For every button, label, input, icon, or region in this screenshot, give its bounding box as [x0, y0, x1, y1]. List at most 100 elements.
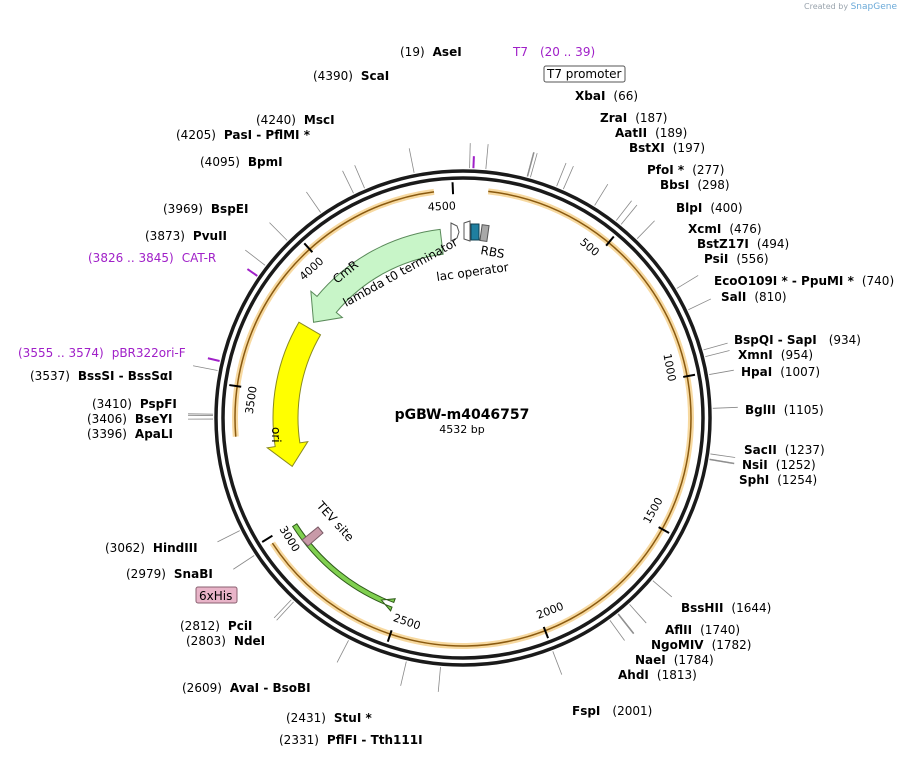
site-bspEI[interactable]: (3969)BspEI — [163, 202, 248, 216]
site-ecoO109I[interactable]: EcoO109I * - PpuMI *(740) — [714, 274, 894, 288]
ori-feature-arrow[interactable] — [265, 321, 322, 468]
primer-marker — [207, 357, 220, 362]
backbone-inner-ring — [221, 176, 705, 660]
site-connector — [618, 613, 635, 634]
site-connector — [342, 170, 354, 194]
plasmid-size: 4532 bp — [439, 423, 484, 436]
t7-promoter-label: T7 promoter — [546, 67, 622, 81]
site-bstXI[interactable]: BstXI(197) — [629, 141, 705, 155]
site-connector — [620, 204, 638, 225]
site-bseYI[interactable]: (3406)BseYI — [87, 412, 173, 426]
tick-label: 3500 — [243, 385, 260, 415]
site-ndeI[interactable]: (2803)NdeI — [186, 634, 265, 648]
cmr-feature-arrow[interactable] — [310, 228, 444, 323]
site-apaLI[interactable]: (3396)ApaLI — [87, 427, 173, 441]
tick-label: 2000 — [535, 600, 566, 622]
site-naeI[interactable]: NaeI(1784) — [635, 653, 714, 667]
site-salI[interactable]: SalI(810) — [721, 290, 787, 304]
site-connector — [400, 661, 407, 686]
site-zraI[interactable]: ZraI(187) — [600, 111, 667, 125]
backbone-outer-ring — [214, 169, 712, 667]
site-hindIII[interactable]: (3062)HindIII — [105, 541, 198, 555]
site-connector — [676, 275, 699, 289]
site-connector — [712, 406, 738, 409]
his-feature-arrow[interactable] — [291, 523, 396, 612]
tev-site-icon[interactable] — [301, 526, 324, 547]
site-bspQI[interactable]: BspQI - SapI(934) — [734, 333, 861, 347]
site-pfoI[interactable]: PfoI *(277) — [647, 163, 724, 177]
site-connector — [594, 184, 609, 206]
orange-arc — [271, 190, 692, 647]
site-bssHII[interactable]: BssHII(1644) — [681, 601, 771, 615]
primer-marker — [246, 268, 258, 277]
site-connector — [336, 640, 349, 663]
site-fspI[interactable]: FspI(2001) — [572, 704, 652, 718]
primer-t7[interactable]: T7(20 .. 39) — [512, 45, 595, 59]
tick-mark — [386, 629, 393, 643]
site-xcmI[interactable]: XcmI(476) — [688, 222, 762, 236]
site-pciI[interactable]: (2812)PciI — [180, 619, 252, 633]
tick-mark — [605, 235, 615, 247]
site-avaI[interactable]: (2609)AvaI - BsoBI — [182, 681, 311, 695]
site-bstZ17I[interactable]: BstZ17I(494) — [697, 237, 789, 251]
site-sacII[interactable]: SacII(1237) — [744, 443, 825, 457]
site-aflII[interactable]: AflII(1740) — [665, 623, 740, 637]
site-connector — [192, 365, 218, 371]
site-ngoMIV[interactable]: NgoMIV(1782) — [651, 638, 751, 652]
site-hpaI[interactable]: HpaI(1007) — [741, 365, 820, 379]
site-pflFI[interactable]: (2331)PflFI - Tth111I — [279, 733, 423, 747]
site-mscI[interactable]: (4240)MscI — [256, 113, 335, 127]
site-pasI[interactable]: (4205)PasI - PflMI * — [176, 128, 311, 142]
site-connector — [273, 599, 292, 619]
site-connector — [636, 220, 655, 239]
site-bbsI[interactable]: BbsI(298) — [660, 178, 730, 192]
site-xmnI[interactable]: XmnI(954) — [738, 348, 813, 362]
site-stuI[interactable]: (2431)StuI * — [286, 711, 372, 725]
site-connector — [609, 620, 625, 641]
primer-pbr322ori-f[interactable]: (3555 .. 3574)pBR322ori-F — [18, 346, 186, 360]
site-connector — [276, 601, 294, 621]
tick-mark — [303, 242, 314, 253]
tick-label: 4500 — [428, 199, 457, 213]
site-bglII[interactable]: BglII(1105) — [745, 403, 824, 417]
site-pspFI[interactable]: (3410)PspFI — [92, 397, 177, 411]
site-snaBI[interactable]: (2979)SnaBI — [126, 567, 213, 581]
rbs-icon[interactable] — [463, 220, 471, 242]
tick-label: 2500 — [391, 611, 422, 632]
site-connector — [709, 369, 734, 375]
site-xbaI[interactable]: XbaI(66) — [575, 89, 638, 103]
site-connector — [615, 200, 632, 221]
tick-mark — [229, 384, 242, 388]
tick-mark — [261, 534, 273, 543]
tick-label: 1500 — [641, 495, 666, 526]
site-blpI[interactable]: BlpI(400) — [676, 201, 743, 215]
t7-promoter-box[interactable] — [543, 65, 626, 83]
rbs-label: RBS — [479, 243, 505, 261]
snapgene-logo-text: SnapGene — [850, 2, 897, 12]
site-bpmI[interactable]: (4095)BpmI — [200, 155, 283, 169]
site-scaI[interactable]: (4390)ScaI — [313, 69, 389, 83]
site-psiI[interactable]: PsiI(556) — [704, 252, 769, 266]
site-connector — [526, 152, 534, 177]
site-pvuII[interactable]: (3873)PvuII — [145, 229, 227, 243]
site-connector — [233, 555, 255, 570]
his-tag-box[interactable] — [195, 586, 238, 604]
primer-cat-r[interactable]: (3826 .. 3845)CAT-R — [88, 251, 216, 265]
site-connector — [217, 530, 240, 543]
site-sphI[interactable]: SphI(1254) — [739, 473, 817, 487]
site-nsiI[interactable]: NsiI(1252) — [742, 458, 816, 472]
site-bssSI[interactable]: (3537)BssSI - BssSαI — [30, 369, 173, 383]
lambda-terminator-icon[interactable] — [450, 222, 460, 242]
lac-operator-box[interactable] — [470, 223, 480, 241]
site-connector — [354, 165, 365, 189]
site-ahdI[interactable]: AhdI(1813) — [618, 668, 697, 682]
site-connector — [556, 162, 567, 187]
site-aatII[interactable]: AatII(189) — [615, 126, 687, 140]
site-connector — [703, 342, 728, 351]
site-aseI[interactable]: (19)AseI — [400, 45, 462, 59]
site-connector — [408, 148, 415, 173]
site-connector — [269, 222, 288, 241]
lac-operator-box-2[interactable] — [479, 224, 490, 243]
site-connector — [563, 165, 574, 190]
